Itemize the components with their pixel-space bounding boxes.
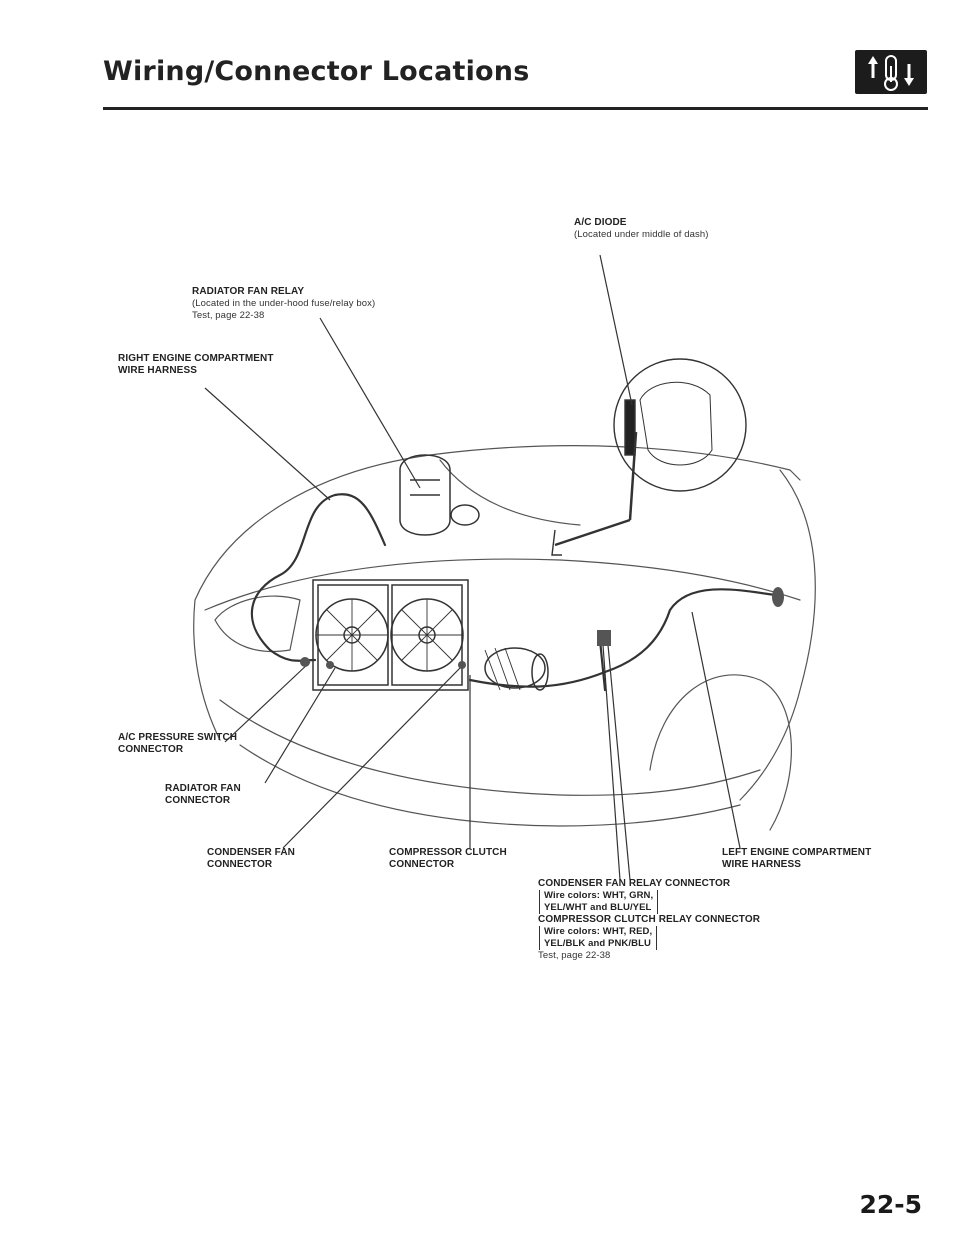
pointer-ac-diode bbox=[599, 254, 633, 406]
body-side bbox=[193, 599, 221, 741]
ac-diode-name: A/C DIODE bbox=[574, 217, 627, 228]
condenser-fan-connector-line1: CONDENSER FAN bbox=[207, 847, 295, 858]
compressor-clutch-relay-wires: Wire colors: WHT, RED, YEL/BLK and PNK/B… bbox=[539, 926, 658, 950]
condenser-fan-relay-wires: Wire colors: WHT, GRN, YEL/WHT and BLU/Y… bbox=[539, 890, 659, 914]
condenser-fan-connector-line2: CONNECTOR bbox=[207, 859, 273, 870]
label-right-harness: RIGHT ENGINE COMPARTMENT WIRE HARNESS bbox=[118, 353, 274, 377]
compressor-clutch-relay-name: COMPRESSOR CLUTCH RELAY CONNECTOR bbox=[538, 914, 761, 925]
radiator-core bbox=[312, 579, 469, 691]
ac-pressure-switch-line1: A/C PRESSURE SWITCH bbox=[118, 732, 238, 743]
right-harness bbox=[250, 493, 387, 662]
label-radiator-fan-relay: RADIATOR FAN RELAY (Located in the under… bbox=[192, 286, 375, 322]
page-number: 22-5 bbox=[859, 1190, 922, 1219]
label-compressor-clutch-connector: COMPRESSOR CLUTCH CONNECTOR bbox=[389, 847, 507, 871]
compressor-clutch-relay-ref: Test, page 22-38 bbox=[538, 950, 611, 961]
pointer-relay-1 bbox=[607, 644, 631, 881]
ac-pressure-switch-line2: CONNECTOR bbox=[118, 744, 184, 755]
left-harness-line1: LEFT ENGINE COMPARTMENT bbox=[722, 847, 872, 858]
front-bumper bbox=[219, 699, 761, 796]
label-left-harness: LEFT ENGINE COMPARTMENT WIRE HARNESS bbox=[722, 847, 871, 871]
pointer-right-harness bbox=[204, 387, 331, 501]
pointer-relay-2 bbox=[602, 644, 621, 881]
page-title: Wiring/Connector Locations bbox=[103, 56, 530, 87]
ac-diode-inset bbox=[613, 358, 747, 492]
pointer-ac-pressure bbox=[224, 661, 311, 743]
ac-pressure-switch-connector bbox=[300, 657, 310, 667]
condenser-fan-relay-wire-line1: Wire colors: WHT, GRN, bbox=[544, 890, 654, 901]
right-harness-line2: WIRE HARNESS bbox=[118, 365, 197, 376]
condenser-fan-connector-dot bbox=[458, 661, 466, 669]
hood-line bbox=[439, 459, 581, 526]
ac-diode-note: (Located under middle of dash) bbox=[574, 229, 709, 240]
radiator-fan-relay-name: RADIATOR FAN RELAY bbox=[192, 286, 305, 297]
right-harness-line1: RIGHT ENGINE COMPARTMENT bbox=[118, 353, 274, 364]
bumper-lower bbox=[239, 744, 741, 827]
label-radiator-fan-connector: RADIATOR FAN CONNECTOR bbox=[165, 783, 241, 807]
left-harness bbox=[468, 588, 777, 688]
headlight-right bbox=[214, 595, 301, 653]
thermometer-arrows-icon bbox=[855, 50, 927, 94]
compressor-clutch-connector-line2: CONNECTOR bbox=[389, 859, 455, 870]
compressor-clutch-connector-line1: COMPRESSOR CLUTCH bbox=[389, 847, 507, 858]
title-rule bbox=[103, 107, 928, 110]
radiator-fan-relay-note: (Located in the under-hood fuse/relay bo… bbox=[192, 298, 376, 309]
radiator-fan-connector-line2: CONNECTOR bbox=[165, 795, 231, 806]
label-relay-connectors: CONDENSER FAN RELAY CONNECTOR Wire color… bbox=[538, 878, 760, 962]
pointer-radiator-fan bbox=[264, 667, 336, 784]
radiator-fan-relay-ref: Test, page 22-38 bbox=[192, 310, 265, 321]
label-ac-pressure-switch: A/C PRESSURE SWITCH CONNECTOR bbox=[118, 732, 237, 756]
radiator-fan-connector-line1: RADIATOR FAN bbox=[165, 783, 241, 794]
radiator-fan-connector-dot bbox=[326, 661, 334, 669]
fender-left bbox=[739, 469, 816, 801]
pointer-fan-relay bbox=[319, 317, 421, 489]
compressor-clutch-relay-wire-line1: Wire colors: WHT, RED, bbox=[544, 926, 653, 937]
compressor bbox=[484, 647, 546, 689]
condenser-fan-relay-wire-line2: YEL/WHT and BLU/YEL bbox=[544, 902, 652, 913]
compressor-clutch-relay-wire-line2: YEL/BLK and PNK/BLU bbox=[544, 938, 651, 949]
hood-outline bbox=[194, 445, 801, 601]
relay-connector bbox=[597, 630, 611, 646]
condenser-fan-relay-name: CONDENSER FAN RELAY CONNECTOR bbox=[538, 878, 731, 889]
left-harness-line2: WIRE HARNESS bbox=[722, 859, 801, 870]
label-condenser-fan-connector: CONDENSER FAN CONNECTOR bbox=[207, 847, 295, 871]
relay-box bbox=[399, 454, 451, 536]
wheel-arch bbox=[649, 674, 792, 831]
left-harness-end bbox=[772, 587, 784, 607]
pointer-left-harness bbox=[691, 611, 741, 849]
pointer-condenser-fan bbox=[282, 667, 461, 849]
hood-front-edge bbox=[204, 558, 801, 611]
label-ac-diode: A/C DIODE (Located under middle of dash) bbox=[574, 217, 709, 241]
